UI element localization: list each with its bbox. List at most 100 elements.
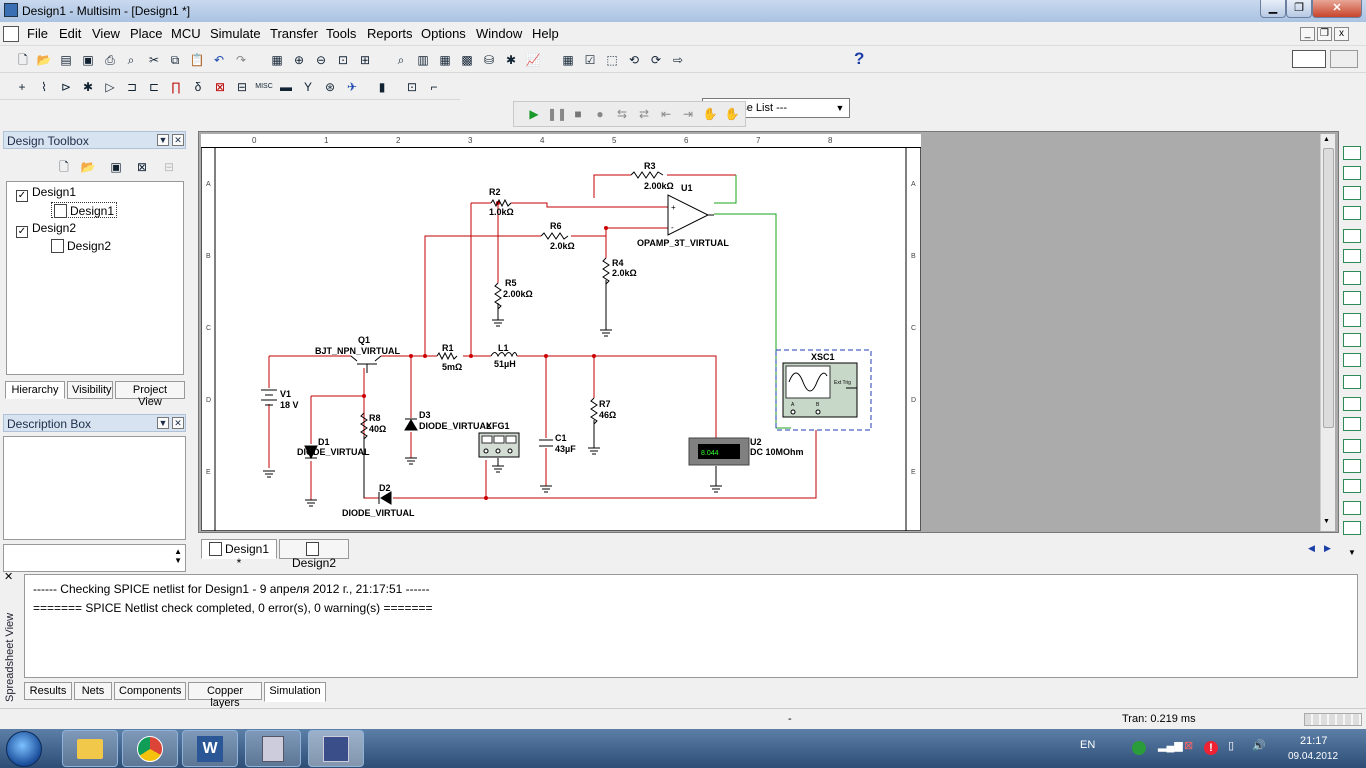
battery-v1[interactable] [261,389,277,406]
spectrum-analyzer-icon[interactable] [1343,397,1361,411]
taskbar-explorer[interactable] [62,730,118,767]
scroll-arrows-icon[interactable]: ▲▼ [174,547,182,565]
close-icon[interactable]: ✕ [172,134,184,146]
close-file-icon[interactable]: ⊠ [136,160,148,174]
step-icon[interactable]: ⇆ [616,107,628,121]
diode-d2[interactable] [378,491,392,505]
zoom-out-icon[interactable]: ⊖ [315,53,327,67]
misc-digital-icon[interactable]: ∏ [171,80,181,94]
tab-design1[interactable]: Design1 * [201,539,277,570]
blocked-icon[interactable]: ⊠ [1184,740,1194,752]
schematic-canvas[interactable]: A B C D E A B C D E [201,148,921,531]
tab-copper-layers[interactable]: Copper layers [188,682,262,709]
menu-simulate[interactable]: Simulate [210,26,261,41]
minimize-button[interactable]: ▁ [1260,0,1286,18]
cut-icon[interactable]: ✂ [148,53,160,67]
labview-instrument-icon[interactable] [1343,521,1361,535]
tektronix-oscilloscope-icon[interactable] [1343,501,1361,515]
tab-project-view[interactable]: Project View [115,381,185,408]
resistor-r7[interactable] [590,397,598,425]
menu-file[interactable]: File [27,26,48,41]
vertical-scrollbar[interactable]: ▲ ▼ [1320,134,1335,531]
menu-help[interactable]: Help [532,26,559,41]
new-icon[interactable]: 🗋 [18,53,28,67]
function-generator-icon[interactable] [1343,166,1361,180]
ttl-icon[interactable]: ⊐ [126,80,138,94]
opamp-u1[interactable] [667,194,710,236]
region-icon[interactable]: ⬚ [606,53,618,67]
run-icon[interactable]: ▶ [529,107,539,121]
distortion-analyzer-icon[interactable] [1343,375,1361,389]
paste-icon[interactable]: 📋 [189,53,205,67]
frequency-counter-icon[interactable] [1343,271,1361,285]
print-icon[interactable]: ⎙ [105,53,115,67]
power-icon[interactable]: ⊟ [236,80,248,94]
grid-icon[interactable]: ▩ [461,53,473,67]
tab-nets[interactable]: Nets [74,682,112,700]
scroll-right-icon[interactable]: ▶ [1324,543,1331,553]
tab-results[interactable]: Results [24,682,72,700]
diode-d1[interactable] [304,445,318,460]
warning-icon[interactable]: ! [1204,741,1218,755]
scroll-up-icon[interactable]: ▲ [1323,136,1330,143]
redo-icon[interactable]: ↷ [235,53,247,67]
pause-icon[interactable]: ❚❚ [547,107,568,121]
search-icon[interactable]: ⌕ [397,53,405,67]
menu-window[interactable]: Window [476,26,523,41]
zoom-fit-icon[interactable]: ⊞ [359,53,371,67]
menu-place[interactable]: Place [130,26,163,41]
transfer-icon[interactable]: ⇨ [672,53,684,67]
scroll-down-icon[interactable]: ▼ [1323,518,1330,525]
open-icon[interactable]: 📂 [36,53,52,67]
step-out-icon[interactable]: ⇤ [660,107,672,121]
bus-icon[interactable]: ⌐ [430,80,438,94]
hierarchical-block-icon[interactable]: ⊡ [406,80,418,94]
chevron-down-icon[interactable]: ▼ [157,417,169,429]
remove-breakpoints-icon[interactable]: ✋ [724,107,740,121]
oscilloscope-xsc1[interactable]: Ext Trig A B [775,349,872,431]
zoom-in-icon[interactable]: ⊕ [293,53,305,67]
checkbox-icon[interactable]: ✓ [16,226,28,238]
menu-options[interactable]: Options [421,26,466,41]
agilent-oscilloscope-icon[interactable] [1343,479,1361,493]
diode-d3[interactable] [404,418,418,431]
ni-components-icon[interactable]: ✈ [346,80,358,94]
print-preview-icon[interactable]: ⌕ [127,53,135,67]
menu-view[interactable]: View [92,26,120,41]
network-analyzer-icon[interactable] [1343,417,1361,431]
clock-date[interactable]: 09.04.2012 [1288,751,1339,762]
mdi-restore-button[interactable]: ❐ [1317,27,1332,41]
basic-icon[interactable]: ⌇ [41,80,47,94]
menu-transfer[interactable]: Transfer [270,26,318,41]
agilent-multimeter-icon[interactable] [1343,459,1361,473]
tab-hierarchy[interactable]: Hierarchy [5,381,65,399]
taskbar-calculator[interactable] [245,730,301,767]
run-to-cursor-icon[interactable]: ⇥ [682,107,694,121]
clock-time[interactable]: 21:17 [1300,735,1328,747]
undo-icon[interactable]: ↶ [213,53,225,67]
fullscreen-icon[interactable]: ▦ [271,53,283,67]
word-generator-icon[interactable] [1343,291,1361,305]
open-folder-icon[interactable]: 📂 [80,160,96,174]
close-icon[interactable]: ✕ [172,417,184,429]
description-area[interactable] [3,436,186,540]
chevron-down-icon[interactable]: ▼ [1348,548,1356,557]
tree-item-design1-sheet[interactable]: Design1 [51,202,118,218]
language-indicator[interactable]: EN [1080,739,1096,751]
logic-converter-icon[interactable] [1343,333,1361,347]
save-file-icon[interactable]: ▣ [110,160,122,174]
volume-icon[interactable]: 🔊 [1252,740,1266,752]
menu-mcu[interactable]: MCU [171,26,201,41]
close-button[interactable]: ✕ [1312,0,1362,18]
resistor-r2[interactable] [490,198,512,208]
forward-annotate-icon[interactable]: ⟲ [628,53,640,67]
taskbar-chrome[interactable] [122,730,178,767]
transistor-icon[interactable]: ✱ [82,80,94,94]
oscilloscope-icon[interactable] [1343,206,1361,220]
help-icon[interactable]: ? [854,49,865,68]
mdi-close-button[interactable]: x [1334,27,1349,41]
tab-components[interactable]: Components [114,682,186,700]
menu-tools[interactable]: Tools [326,26,357,41]
mcu-icon[interactable]: ▮ [378,80,386,94]
stop-icon[interactable]: ■ [574,107,582,121]
